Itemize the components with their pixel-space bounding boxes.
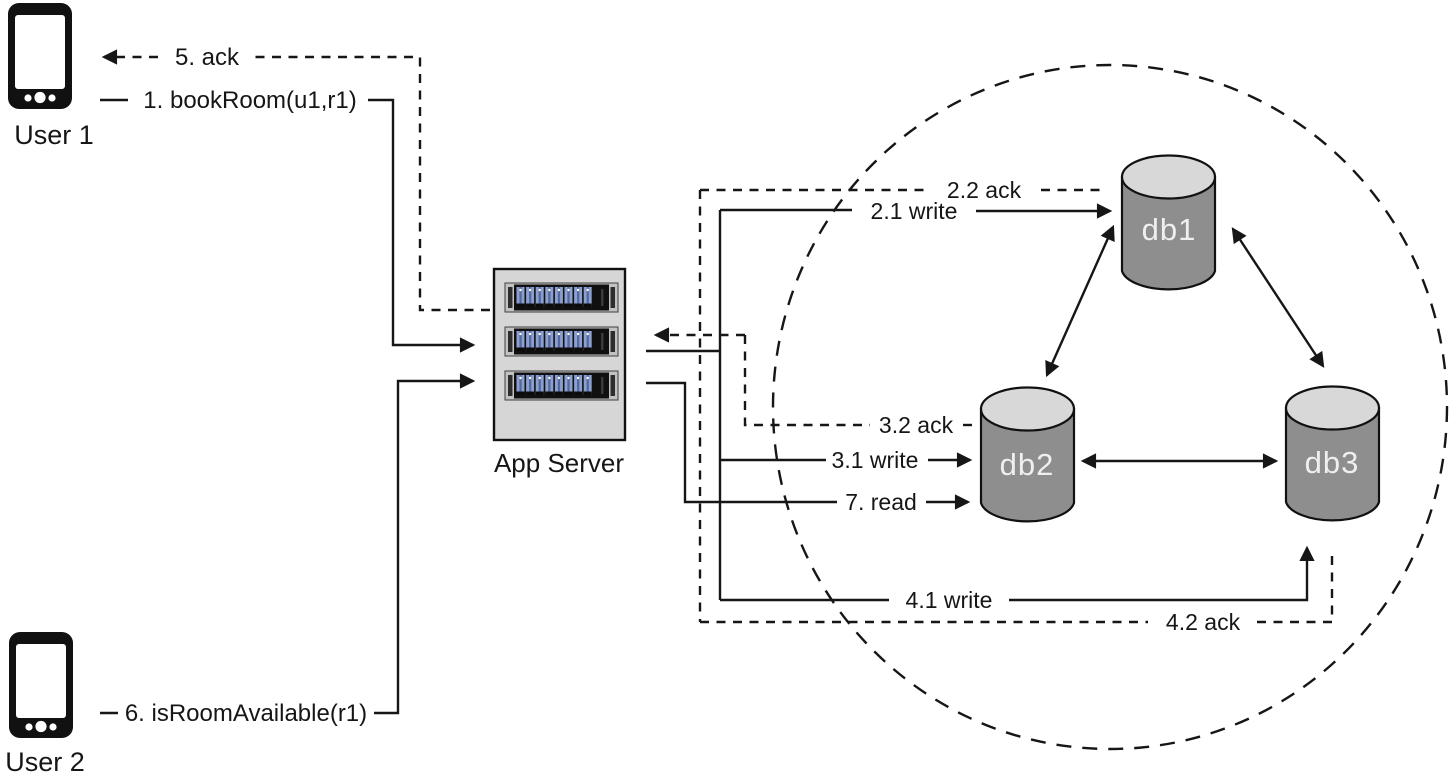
message-read-db2: 7. read (845, 489, 917, 515)
dashed-edges (101, 49, 1334, 624)
message-ack-db3: 4.2 ack (1166, 609, 1241, 635)
message-write-db2: 3.1 write (832, 447, 919, 473)
message-ack-db2: 3.2 ack (879, 412, 954, 438)
edge-write-db3-arrow (1009, 545, 1315, 602)
cluster-boundary-ring (771, 63, 1449, 751)
edge-replication-db1-db2 (1045, 224, 1115, 378)
message-is-room-available: 6. isRoomAvailable(r1) (125, 700, 367, 727)
edge-ack-db2-left (743, 335, 870, 427)
edge-ack-db3-right (1257, 549, 1334, 624)
edge-replication-db1-db3 (1231, 227, 1325, 368)
solid-edges (100, 98, 1325, 715)
app-server-label: App Server (494, 448, 624, 478)
app-server-node (492, 267, 627, 442)
server-rack-unit-icon (505, 327, 618, 356)
user1-phone-icon (8, 3, 72, 109)
edge-is-room-available-to-server (374, 373, 476, 715)
message-write-db3: 4.1 write (906, 587, 993, 613)
message-book-room: 1. bookRoom(u1,r1) (143, 87, 356, 114)
user2-label: User 2 (5, 747, 85, 777)
db2-label: db2 (1000, 447, 1055, 482)
user1-label: User 1 (14, 120, 94, 150)
message-ack-db1: 2.2 ack (947, 177, 1022, 203)
db3-label: db3 (1305, 445, 1360, 480)
db1-label: db1 (1142, 212, 1197, 247)
edge-server-read-out (646, 381, 837, 504)
server-rack-unit-icon (505, 283, 618, 312)
edge-ack-user1-path (251, 55, 490, 312)
user2-phone-icon (9, 632, 73, 738)
edge-book-room-to-server (368, 98, 476, 353)
server-rack-unit-icon (505, 371, 618, 400)
message-ack-user1: 5. ack (175, 44, 240, 71)
message-write-db1: 2.1 write (871, 198, 958, 224)
